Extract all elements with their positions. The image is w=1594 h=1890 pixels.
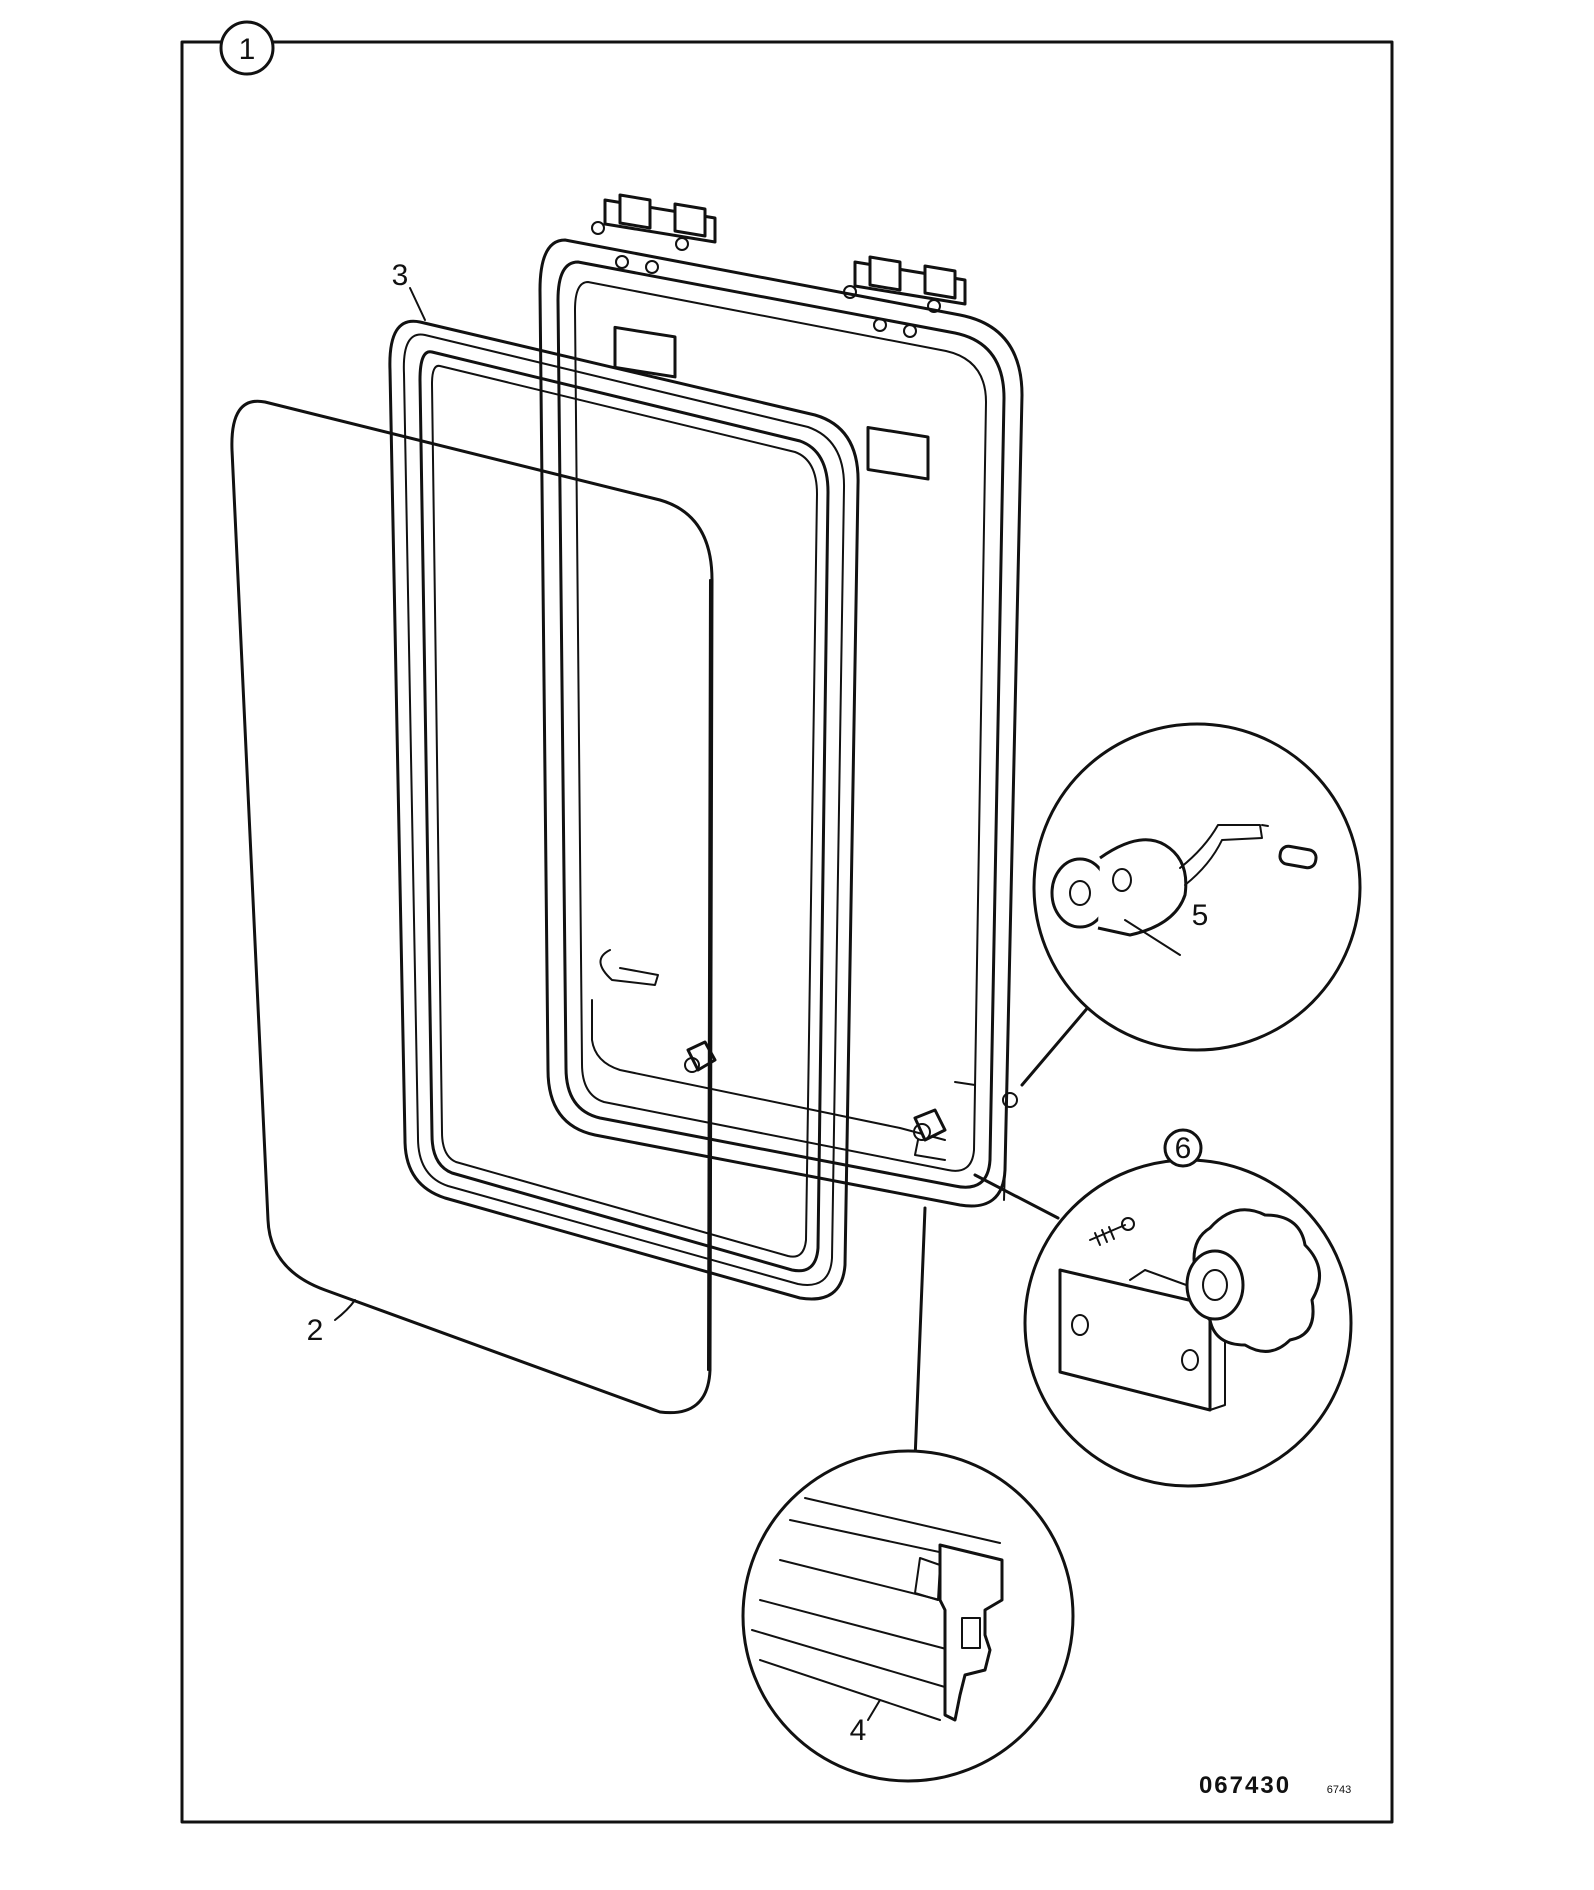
detail-circle-hinge-pin: 5: [1020, 722, 1362, 1087]
hinge-pin-rod: [599, 949, 659, 986]
callout-2: 2: [307, 1314, 324, 1347]
frame-number-label: 1: [239, 33, 256, 66]
metal-window-frame: [538, 238, 1024, 1208]
leader-3: [409, 287, 426, 321]
callout-6-badge: [1163, 1128, 1203, 1168]
detail-circle-seal-profile: 4: [741, 1206, 1075, 1783]
top-hinge-left: [591, 193, 717, 379]
glass-panel: [230, 399, 714, 1415]
callout-4: 4: [850, 1714, 867, 1747]
catch-right: [913, 1108, 947, 1161]
callout-3: 3: [392, 259, 409, 292]
callout-5: 5: [1192, 899, 1209, 932]
frame-number-badge: 1: [219, 20, 275, 76]
drawing-border: [180, 40, 1394, 1824]
gasket-frame: [388, 319, 860, 1301]
top-hinge-right: [843, 255, 967, 481]
leader-2: [334, 1299, 356, 1321]
callout-6: 6: [1175, 1132, 1192, 1165]
drawing-number: 067430: [1199, 1772, 1291, 1799]
side-pin: [954, 1081, 1018, 1108]
sheet-code: 6743: [1327, 1784, 1351, 1796]
detail-circle-clamp-knob: 6: [973, 1128, 1353, 1488]
